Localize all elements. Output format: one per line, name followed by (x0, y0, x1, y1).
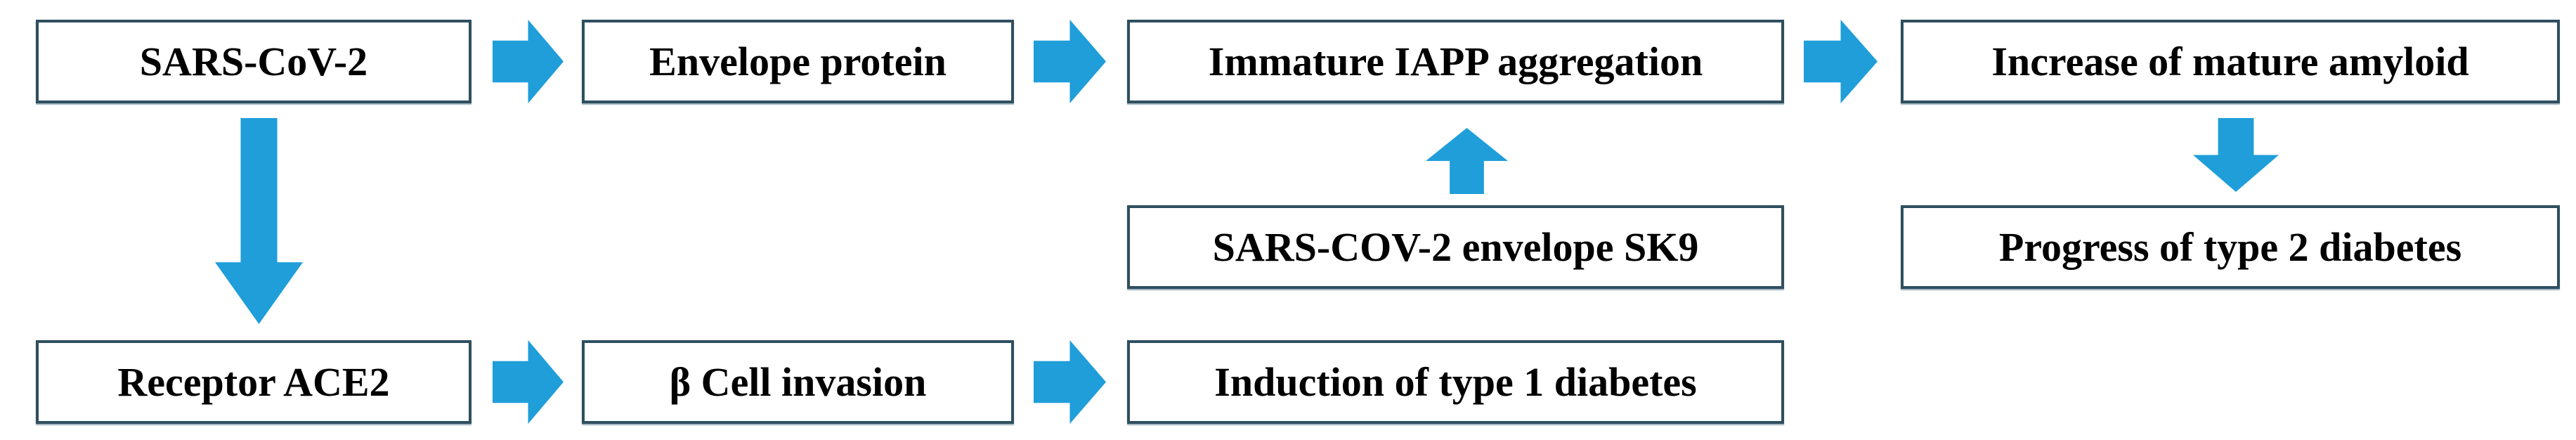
node-sars-cov-2: SARS-CoV-2 (36, 20, 471, 103)
node-beta-cell-invasion: β Cell invasion (582, 340, 1014, 424)
node-progress-type-2-diabetes: Progress of type 2 diabetes (1901, 205, 2560, 289)
node-receptor-ace2: Receptor ACE2 (36, 340, 471, 424)
node-induction-type-1-diabetes: Induction of type 1 diabetes (1127, 340, 1784, 424)
arrow-down-icon (2193, 118, 2279, 192)
node-increase-mature-amyloid: Increase of mature amyloid (1901, 20, 2560, 103)
arrow-right-icon (1804, 20, 1878, 103)
arrow-right-icon (493, 20, 564, 103)
node-envelope-protein: Envelope protein (582, 20, 1014, 103)
arrow-right-icon (1034, 340, 1106, 424)
arrow-up-icon (1426, 128, 1508, 194)
arrow-right-icon (1034, 20, 1106, 103)
arrow-right-icon (493, 340, 564, 424)
arrow-down-icon (215, 118, 303, 324)
node-immature-iapp-aggregation: Immature IAPP aggregation (1127, 20, 1784, 103)
node-sars-cov-2-envelope-sk9: SARS-COV-2 envelope SK9 (1127, 205, 1784, 289)
